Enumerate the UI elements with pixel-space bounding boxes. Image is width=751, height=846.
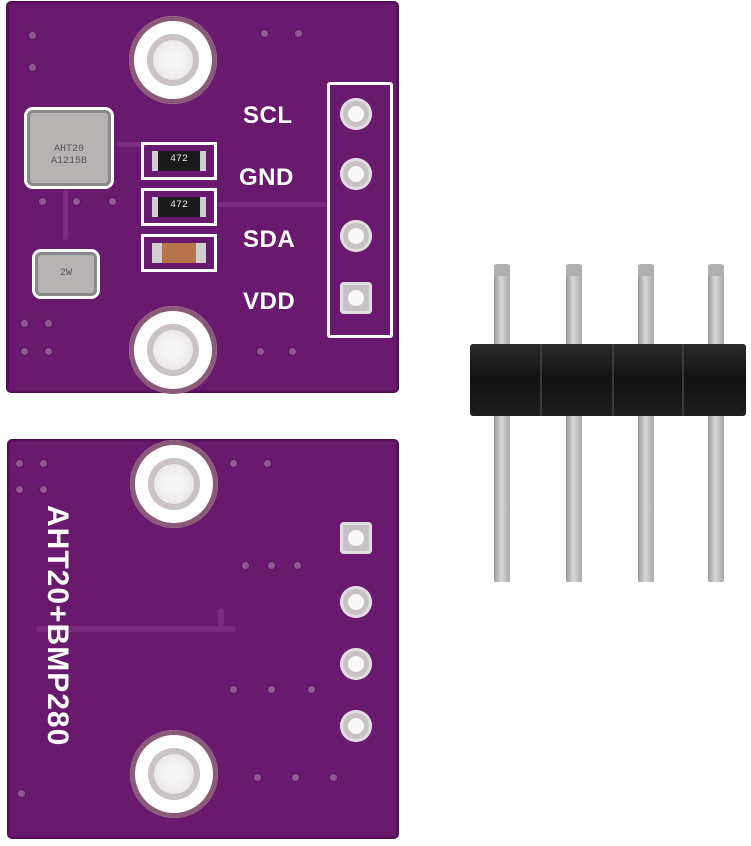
header-segment-divider: [682, 344, 684, 416]
resistor-1-code: 472: [169, 154, 188, 165]
via: [45, 320, 52, 327]
pcb-trace: [217, 202, 327, 207]
resistor-2: 472: [141, 188, 217, 226]
via: [18, 790, 25, 797]
mounting-hole-top: [129, 16, 217, 104]
pad-3: [340, 648, 372, 680]
header-pin-2: [566, 264, 582, 582]
header-plastic-body: [470, 344, 746, 416]
via: [254, 774, 261, 781]
header-pin-4: [708, 264, 724, 582]
pad-1: [340, 522, 372, 554]
via: [294, 562, 301, 569]
via: [40, 460, 47, 467]
mounting-hole-top: [130, 440, 218, 528]
via: [242, 562, 249, 569]
pin-label-gnd: GND: [239, 164, 294, 191]
small-chip-label: 2W: [59, 268, 72, 279]
via: [109, 198, 116, 205]
silkscreen-model-label: AHT20+BMP280: [41, 505, 74, 747]
resistor-2-code: 472: [169, 200, 188, 211]
pcb-trace: [63, 190, 68, 240]
pad-gnd: [340, 158, 372, 190]
pin-label-vdd: VDD: [243, 288, 296, 315]
bmp280-sensor-chip: 2W: [35, 252, 97, 296]
chip-label-line-1: AHT20: [53, 144, 84, 155]
via: [289, 348, 296, 355]
via: [21, 320, 28, 327]
pcb-bottom-view: [8, 440, 398, 838]
via: [257, 348, 264, 355]
aht20-sensor-chip: AHT20 A1215B: [27, 110, 111, 186]
pin-header-outline: [327, 82, 393, 338]
header-segment-divider: [612, 344, 614, 416]
via: [264, 460, 271, 467]
mounting-hole-bottom: [130, 730, 218, 818]
header-segment-divider: [540, 344, 542, 416]
via: [330, 774, 337, 781]
pad-2: [340, 586, 372, 618]
pad-vdd: [340, 282, 372, 314]
header-pin-3: [638, 264, 654, 582]
via: [230, 460, 237, 467]
pcb-top-view: AHT20 A1215B 2W 472 472 SCL GND SDA VDD: [7, 2, 398, 394]
resistor-1: 472: [141, 142, 217, 180]
pad-sda: [340, 220, 372, 252]
pad-4: [340, 710, 372, 742]
via: [292, 774, 299, 781]
pin-label-scl: SCL: [243, 102, 293, 129]
capacitor: [141, 234, 217, 272]
via: [16, 460, 23, 467]
via: [45, 348, 52, 355]
via: [29, 64, 36, 71]
via: [40, 486, 47, 493]
pcb-trace: [36, 626, 236, 632]
via: [21, 348, 28, 355]
via: [39, 198, 46, 205]
via: [268, 562, 275, 569]
header-pin-1: [494, 264, 510, 582]
via: [73, 198, 80, 205]
pcb-trace: [218, 608, 224, 632]
pin-label-sda: SDA: [243, 226, 296, 253]
mounting-hole-bottom: [129, 306, 217, 394]
via: [16, 486, 23, 493]
via: [308, 686, 315, 693]
pin-header-4pin: [470, 262, 750, 584]
pad-scl: [340, 98, 372, 130]
via: [29, 32, 36, 39]
via: [261, 30, 268, 37]
via: [268, 686, 275, 693]
pcb-trace: [117, 142, 147, 147]
via: [295, 30, 302, 37]
chip-label-line-2: A1215B: [50, 156, 87, 167]
via: [230, 686, 237, 693]
